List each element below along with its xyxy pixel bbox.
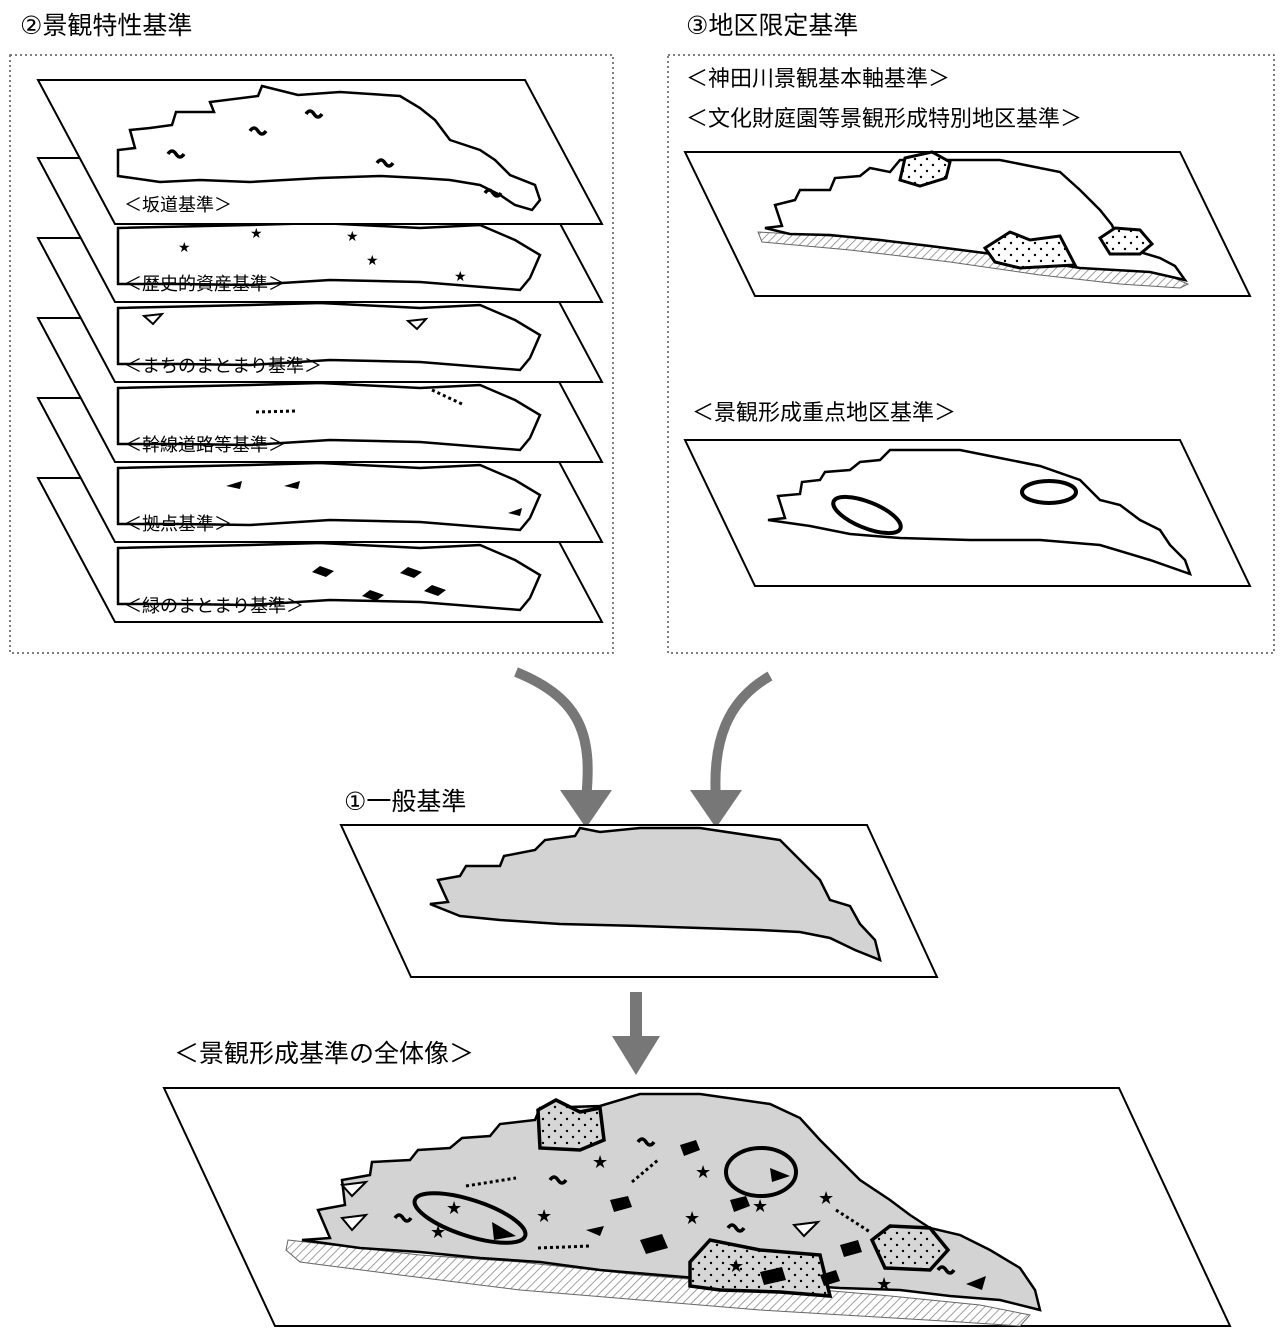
general-area (429, 826, 882, 963)
layer-label-hub: ＜拠点基準＞ (124, 514, 232, 535)
layer-label-green: ＜緑のまとまり基準＞ (124, 596, 304, 617)
hub-triangle-marker (966, 1276, 986, 1290)
section2-title: ②景観特性基準 (20, 11, 192, 40)
history-star-marker: ★ (366, 253, 379, 269)
history-star-marker: ★ (346, 229, 359, 245)
slope-wave-marker (393, 1213, 413, 1223)
town-open-triangle-marker (340, 1213, 369, 1232)
result-title: ＜景観形成基準の全体像＞ (174, 1039, 474, 1068)
garden-area (1097, 226, 1155, 256)
hub-triangle-marker (586, 1226, 604, 1236)
hub-triangle-marker (770, 1168, 790, 1182)
history-star-marker: ★ (752, 1196, 768, 1217)
history-star-marker: ★ (446, 1198, 462, 1219)
section3-map2-label: ＜景観形成重点地区基準＞ (692, 401, 956, 426)
history-star-marker: ★ (818, 1188, 834, 1209)
green-diamond-marker (680, 1140, 700, 1156)
garden-area (869, 1224, 951, 1272)
map-general (339, 824, 939, 978)
slope-wave-marker (375, 158, 395, 168)
road-dotted-marker (835, 1208, 871, 1234)
history-star-marker: ★ (536, 1206, 552, 1227)
green-diamond-marker (610, 1196, 632, 1212)
green-diamond-marker (640, 1234, 668, 1254)
arrow-head (690, 790, 742, 828)
hub-triangle-marker (284, 481, 300, 489)
green-diamond-marker (760, 1267, 786, 1285)
section3-title: ③地区限定基準 (686, 11, 858, 40)
green-diamond-marker (820, 1270, 840, 1286)
section3-map1-label-garden: ＜文化財庭園等景観形成特別地区基準＞ (686, 107, 1082, 132)
slope-wave-marker (636, 1137, 656, 1147)
priority-district-ellipse (724, 1146, 798, 1198)
history-star-marker: ★ (250, 226, 263, 242)
town-open-triangle-marker (405, 317, 429, 331)
priority-district-ellipse (1020, 479, 1078, 505)
arrow-section2-to-general (514, 667, 593, 801)
hub-triangle-marker (508, 508, 522, 516)
slope-wave-marker (726, 1223, 746, 1233)
layer-label-town: ＜まちのまとまり基準＞ (124, 356, 322, 377)
history-star-marker: ★ (592, 1152, 608, 1173)
layer-label-road: ＜幹線道路等基準＞ (124, 435, 286, 456)
garden-area (982, 230, 1078, 270)
town-open-triangle-marker (339, 1180, 369, 1198)
green-diamond-marker (730, 1196, 750, 1212)
slope-wave-marker (483, 188, 503, 198)
hub-triangle-marker (226, 481, 242, 489)
section1-title: ①一般基準 (344, 787, 466, 816)
green-diamond-marker (400, 567, 422, 578)
road-dotted-marker (537, 1244, 591, 1250)
history-star-marker: ★ (454, 269, 467, 285)
priority-district-ellipse (831, 494, 903, 536)
garden-area (536, 1098, 606, 1152)
green-diamond-marker (362, 590, 384, 601)
history-star-marker: ★ (728, 1256, 744, 1277)
slope-wave-marker (166, 149, 186, 159)
section3-box (667, 54, 1275, 654)
arrow-section3-to-general (710, 671, 773, 801)
slope-wave-marker (304, 109, 324, 119)
road-dotted-marker (255, 409, 297, 414)
slope-wave-marker (548, 1175, 568, 1185)
slope-wave-marker (248, 126, 268, 136)
green-diamond-marker (424, 585, 446, 596)
history-star-marker: ★ (695, 1162, 711, 1183)
history-star-marker: ★ (430, 1222, 446, 1243)
layer-label-history: ＜歴史的資産基準＞ (124, 274, 286, 295)
hub-triangle-marker (492, 1222, 516, 1240)
section2-box (9, 54, 614, 654)
green-diamond-marker (312, 566, 334, 577)
map-priority-district (683, 439, 1252, 587)
town-open-triangle-marker (141, 312, 165, 326)
map-result: ★ ★ ★ ★ ★ ★ ★ ★ ★ ★ (162, 1087, 1232, 1327)
road-dotted-marker (465, 1176, 517, 1188)
garden-area (898, 150, 952, 188)
map-river-garden (683, 150, 1252, 297)
history-star-marker: ★ (876, 1274, 892, 1295)
layer-label-slope: ＜坂道基準＞ (124, 195, 232, 216)
town-open-triangle-marker (791, 1220, 821, 1238)
history-star-marker: ★ (178, 240, 191, 256)
arrow-head (560, 790, 612, 828)
history-star-marker: ★ (684, 1208, 700, 1229)
slope-wave-marker (936, 1265, 956, 1275)
green-diamond-marker (840, 1240, 862, 1257)
garden-area (688, 1238, 833, 1298)
arrow-head (612, 1036, 660, 1075)
section3-map1-label-river: ＜神田川景観基本軸基準＞ (686, 67, 950, 92)
layer-slope: ＜坂道基準＞ (36, 79, 604, 225)
priority-district-ellipse (412, 1191, 528, 1245)
